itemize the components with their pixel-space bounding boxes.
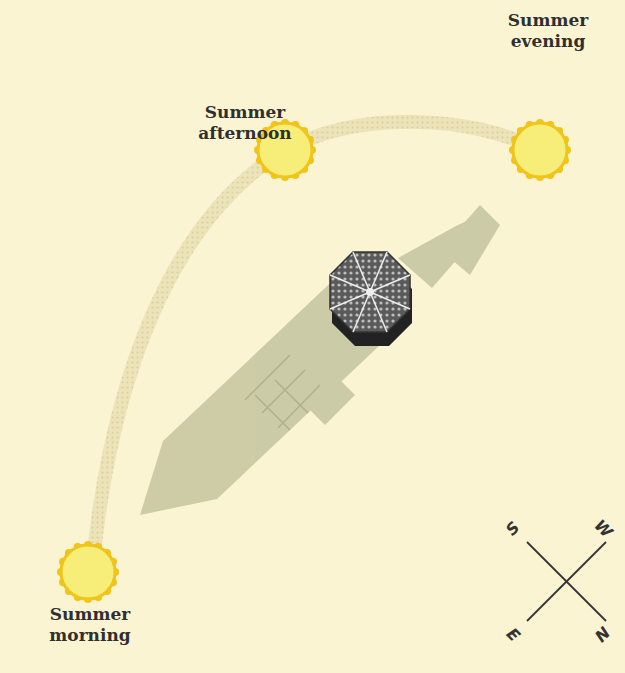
shadow-lattice xyxy=(245,355,320,430)
compass-cross xyxy=(527,542,606,621)
sun-label: Summer morning xyxy=(35,604,145,647)
sun-path xyxy=(92,122,540,572)
sun-label: Summer evening xyxy=(493,10,603,53)
sun-symbol xyxy=(57,541,119,603)
sun-label: Summer afternoon xyxy=(185,102,305,145)
sun-symbol xyxy=(509,119,571,181)
gazebo-shadow xyxy=(140,205,500,515)
gazebo-roof xyxy=(330,252,412,346)
